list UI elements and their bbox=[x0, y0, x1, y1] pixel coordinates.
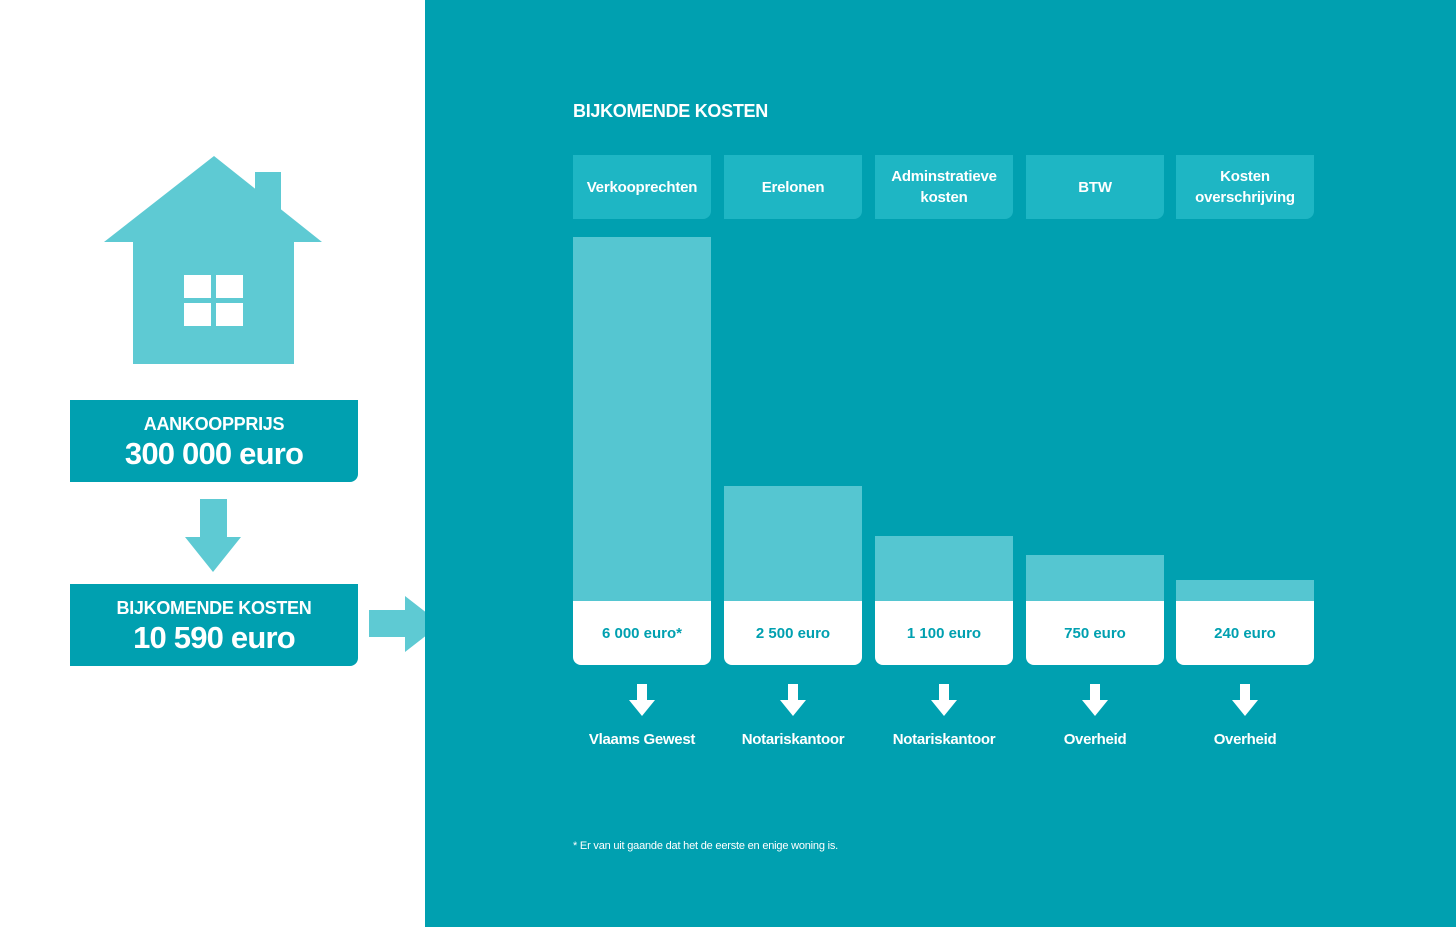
purchase-price-box: AANKOOPPRIJS 300 000 euro bbox=[70, 400, 358, 482]
value-label: 6 000 euro* bbox=[573, 601, 711, 665]
category-header: Erelonen bbox=[724, 155, 862, 219]
category-header: Verkooprechten bbox=[573, 155, 711, 219]
value-label: 2 500 euro bbox=[724, 601, 862, 665]
category-label: Verkooprechten bbox=[586, 178, 698, 196]
house-icon bbox=[104, 156, 322, 364]
arrow-down-icon bbox=[1232, 684, 1258, 716]
category-header: Adminstratieve kosten bbox=[875, 155, 1013, 219]
category-label: Adminstratieve kosten bbox=[891, 168, 997, 206]
left-panel: AANKOOPPRIJS 300 000 euro BIJKOMENDE KOS… bbox=[0, 0, 441, 927]
value-label: 240 euro bbox=[1176, 601, 1314, 665]
arrow-down-icon bbox=[185, 499, 241, 572]
recipient-label: Overheid bbox=[1213, 731, 1277, 748]
extra-costs-value: 10 590 euro bbox=[133, 620, 296, 655]
bar bbox=[875, 536, 1013, 611]
arrow-down-icon bbox=[931, 684, 957, 716]
recipient-label: Notariskantoor bbox=[741, 731, 845, 748]
chart-title: BIJKOMENDE KOSTEN bbox=[573, 101, 768, 121]
arrow-right-icon bbox=[369, 596, 441, 652]
bar bbox=[573, 237, 711, 611]
value-label: 1 100 euro bbox=[875, 601, 1013, 665]
extra-costs-box: BIJKOMENDE KOSTEN 10 590 euro bbox=[70, 584, 358, 666]
arrow-down-icon bbox=[629, 684, 655, 716]
category-label: Kosten overschrijving bbox=[1195, 168, 1295, 206]
arrow-down-icon bbox=[1082, 684, 1108, 716]
category-header: BTW bbox=[1026, 155, 1164, 219]
category-label: BTW bbox=[1078, 178, 1112, 196]
bar bbox=[724, 486, 862, 611]
recipient-label: Overheid bbox=[1063, 731, 1127, 748]
recipient-label: Notariskantoor bbox=[892, 731, 996, 748]
purchase-price-label: AANKOOPPRIJS bbox=[143, 414, 285, 434]
extra-costs-label: BIJKOMENDE KOSTEN bbox=[116, 598, 312, 618]
recipient-label: Vlaams Gewest bbox=[588, 731, 696, 748]
category-label: Erelonen bbox=[761, 178, 825, 196]
category-header: Kosten overschrijving bbox=[1176, 155, 1314, 219]
footnote: * Er van uit gaande dat het de eerste en… bbox=[573, 840, 839, 852]
value-label: 750 euro bbox=[1026, 601, 1164, 665]
purchase-price-value: 300 000 euro bbox=[124, 436, 304, 471]
arrow-down-icon bbox=[780, 684, 806, 716]
